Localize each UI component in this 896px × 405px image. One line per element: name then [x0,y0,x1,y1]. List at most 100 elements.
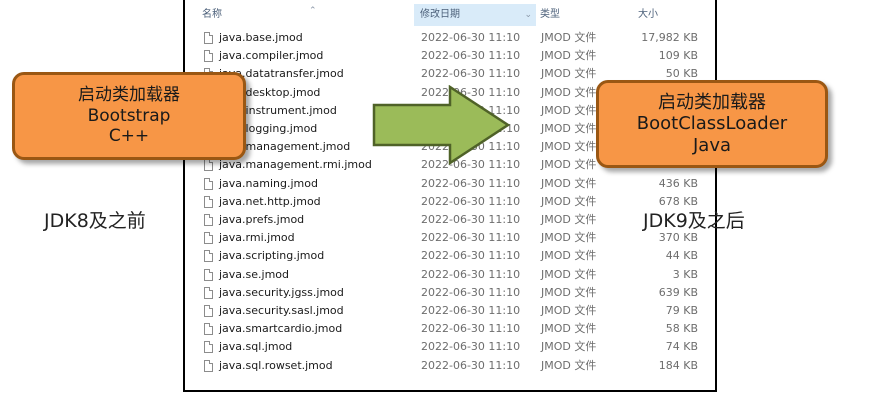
right-callout-name: BootClassLoader [636,113,788,135]
file-name: java.sql.jmod [219,340,293,354]
file-modified: 2022-06-30 11:10 [421,194,521,208]
file-type: JMOD 文件 [541,322,597,336]
file-icon [204,159,213,172]
file-size: 79 KB [665,304,698,317]
file-type: JMOD 文件 [541,340,597,354]
file-icon [204,32,213,44]
file-type: JMOD 文件 [541,85,597,99]
bootstrap-loader-callout: 启动类加载器 Bootstrap C++ [12,72,246,160]
file-type: JMOD 文件 [541,213,597,226]
file-name: java.smartcardio.jmod [219,322,343,336]
file-name: java.sql.rowset.jmod [219,358,333,372]
file-modified: 2022-06-30 11:10 [421,176,521,190]
column-header-name[interactable]: 名称 ⌃ [193,4,408,26]
file-row[interactable]: java.sql.jmod 2022-06-30 11:10 JMOD 文件 74 K… [185,338,715,356]
right-callout-lang: Java [692,134,732,156]
column-header-name-label: 名称 [202,9,222,20]
chevron-up-icon: ⌃ [309,6,317,16]
file-size: 50 KB [665,67,698,81]
file-size: 74 KB [665,340,698,354]
file-type: JMOD 文件 [541,140,597,154]
file-row[interactable]: java.management.rmi.jmod 2022-06-30 11:10… [185,156,715,174]
file-size: 44 KB [665,249,698,263]
file-size: 3 KB [672,267,698,281]
file-modified: 2022-06-30 11:10 [421,158,521,172]
file-modified: 2022-06-30 11:10 [421,49,521,63]
chevron-down-icon[interactable]: ⌄ [524,10,532,20]
column-header-type-label: 类型 [540,9,560,20]
file-type: JMOD 文件 [541,231,597,245]
file-name: java.scripting.jmod [219,249,325,263]
file-modified: 2022-06-30 11:10 [421,340,521,354]
file-name: java.compiler.jmod [219,49,324,63]
file-type: JMOD 文件 [541,249,597,263]
file-icon [204,323,213,336]
file-type: JMOD 文件 [541,158,597,172]
file-size: 17,982 KB [641,31,698,44]
jdk9-label: JDK9及之后 [643,210,745,232]
file-size: 370 KB [658,231,698,245]
file-icon [204,341,213,354]
file-type: JMOD 文件 [541,176,597,190]
jdk8-label: JDK8及之前 [44,210,146,232]
file-icon [204,232,213,245]
column-header-type[interactable]: 类型 [536,4,632,26]
file-icon [204,268,213,281]
column-header-modified-label: 修改日期 [420,9,460,20]
file-row[interactable]: java.compiler.jmod 2022-06-30 11:10 JMOD 文… [185,47,715,65]
file-icon [204,195,213,208]
file-size: 109 KB [658,49,698,63]
file-name: java.rmi.jmod [219,231,295,245]
file-name: java.se.jmod [219,267,290,281]
file-type: JMOD 文件 [541,103,597,117]
column-header-modified[interactable]: 修改日期 ⌄ [414,4,536,26]
file-row[interactable]: java.sql.rowset.jmod 2022-06-30 11:10 JMOD… [185,357,715,375]
file-row[interactable]: java.base.jmod 2022-06-30 11:10 JMOD 文件 17,… [185,29,715,47]
file-row[interactable]: java.smartcardio.jmod 2022-06-30 11:10 JMO… [185,320,715,338]
file-modified: 2022-06-30 11:10 [421,249,521,263]
file-explorer-window: 名称 ⌃ 修改日期 ⌄ 类型 大小 java.base.jmod 2022-06-… [183,0,717,392]
file-row[interactable]: java.scripting.jmod 2022-06-30 11:10 JMOD … [185,247,715,265]
file-type: JMOD 文件 [541,67,597,81]
file-type: JMOD 文件 [541,267,597,281]
file-type: JMOD 文件 [541,49,597,63]
file-name: java.net.http.jmod [219,194,321,208]
file-name: java.management.rmi.jmod [219,158,372,172]
file-type: JMOD 文件 [541,304,597,317]
file-name: java.naming.jmod [219,176,318,190]
left-callout-title: 启动类加载器 [78,85,180,106]
file-type: JMOD 文件 [541,358,597,372]
file-icon [204,286,213,299]
file-modified: 2022-06-30 11:10 [421,213,521,226]
column-header-size-label: 大小 [638,9,658,20]
file-name: java.security.jgss.jmod [219,285,344,299]
file-modified: 2022-06-30 11:10 [421,31,521,44]
file-name: java.instrument.jmod [219,103,337,117]
right-arrow-icon [372,85,511,165]
file-modified: 2022-06-30 11:10 [421,358,521,372]
file-modified: 2022-06-30 11:10 [421,322,521,336]
file-size: 639 KB [658,285,698,299]
file-type: JMOD 文件 [541,194,597,208]
file-name: java.base.jmod [219,31,303,44]
bootclassloader-callout: 启动类加载器 BootClassLoader Java [596,80,828,168]
column-header-size[interactable]: 大小 [634,4,704,26]
file-modified: 2022-06-30 11:10 [421,304,521,317]
right-callout-title: 启动类加载器 [658,91,766,113]
file-icon [204,250,213,263]
file-row[interactable]: java.net.http.jmod 2022-06-30 11:10 JMOD 文… [185,193,715,211]
left-callout-lang: C++ [108,126,150,147]
left-callout-name: Bootstrap [87,105,171,126]
file-size: 184 KB [658,358,698,372]
file-icon [204,305,213,317]
file-icon [204,177,213,190]
file-size: 678 KB [658,194,698,208]
file-type: JMOD 文件 [541,31,597,44]
